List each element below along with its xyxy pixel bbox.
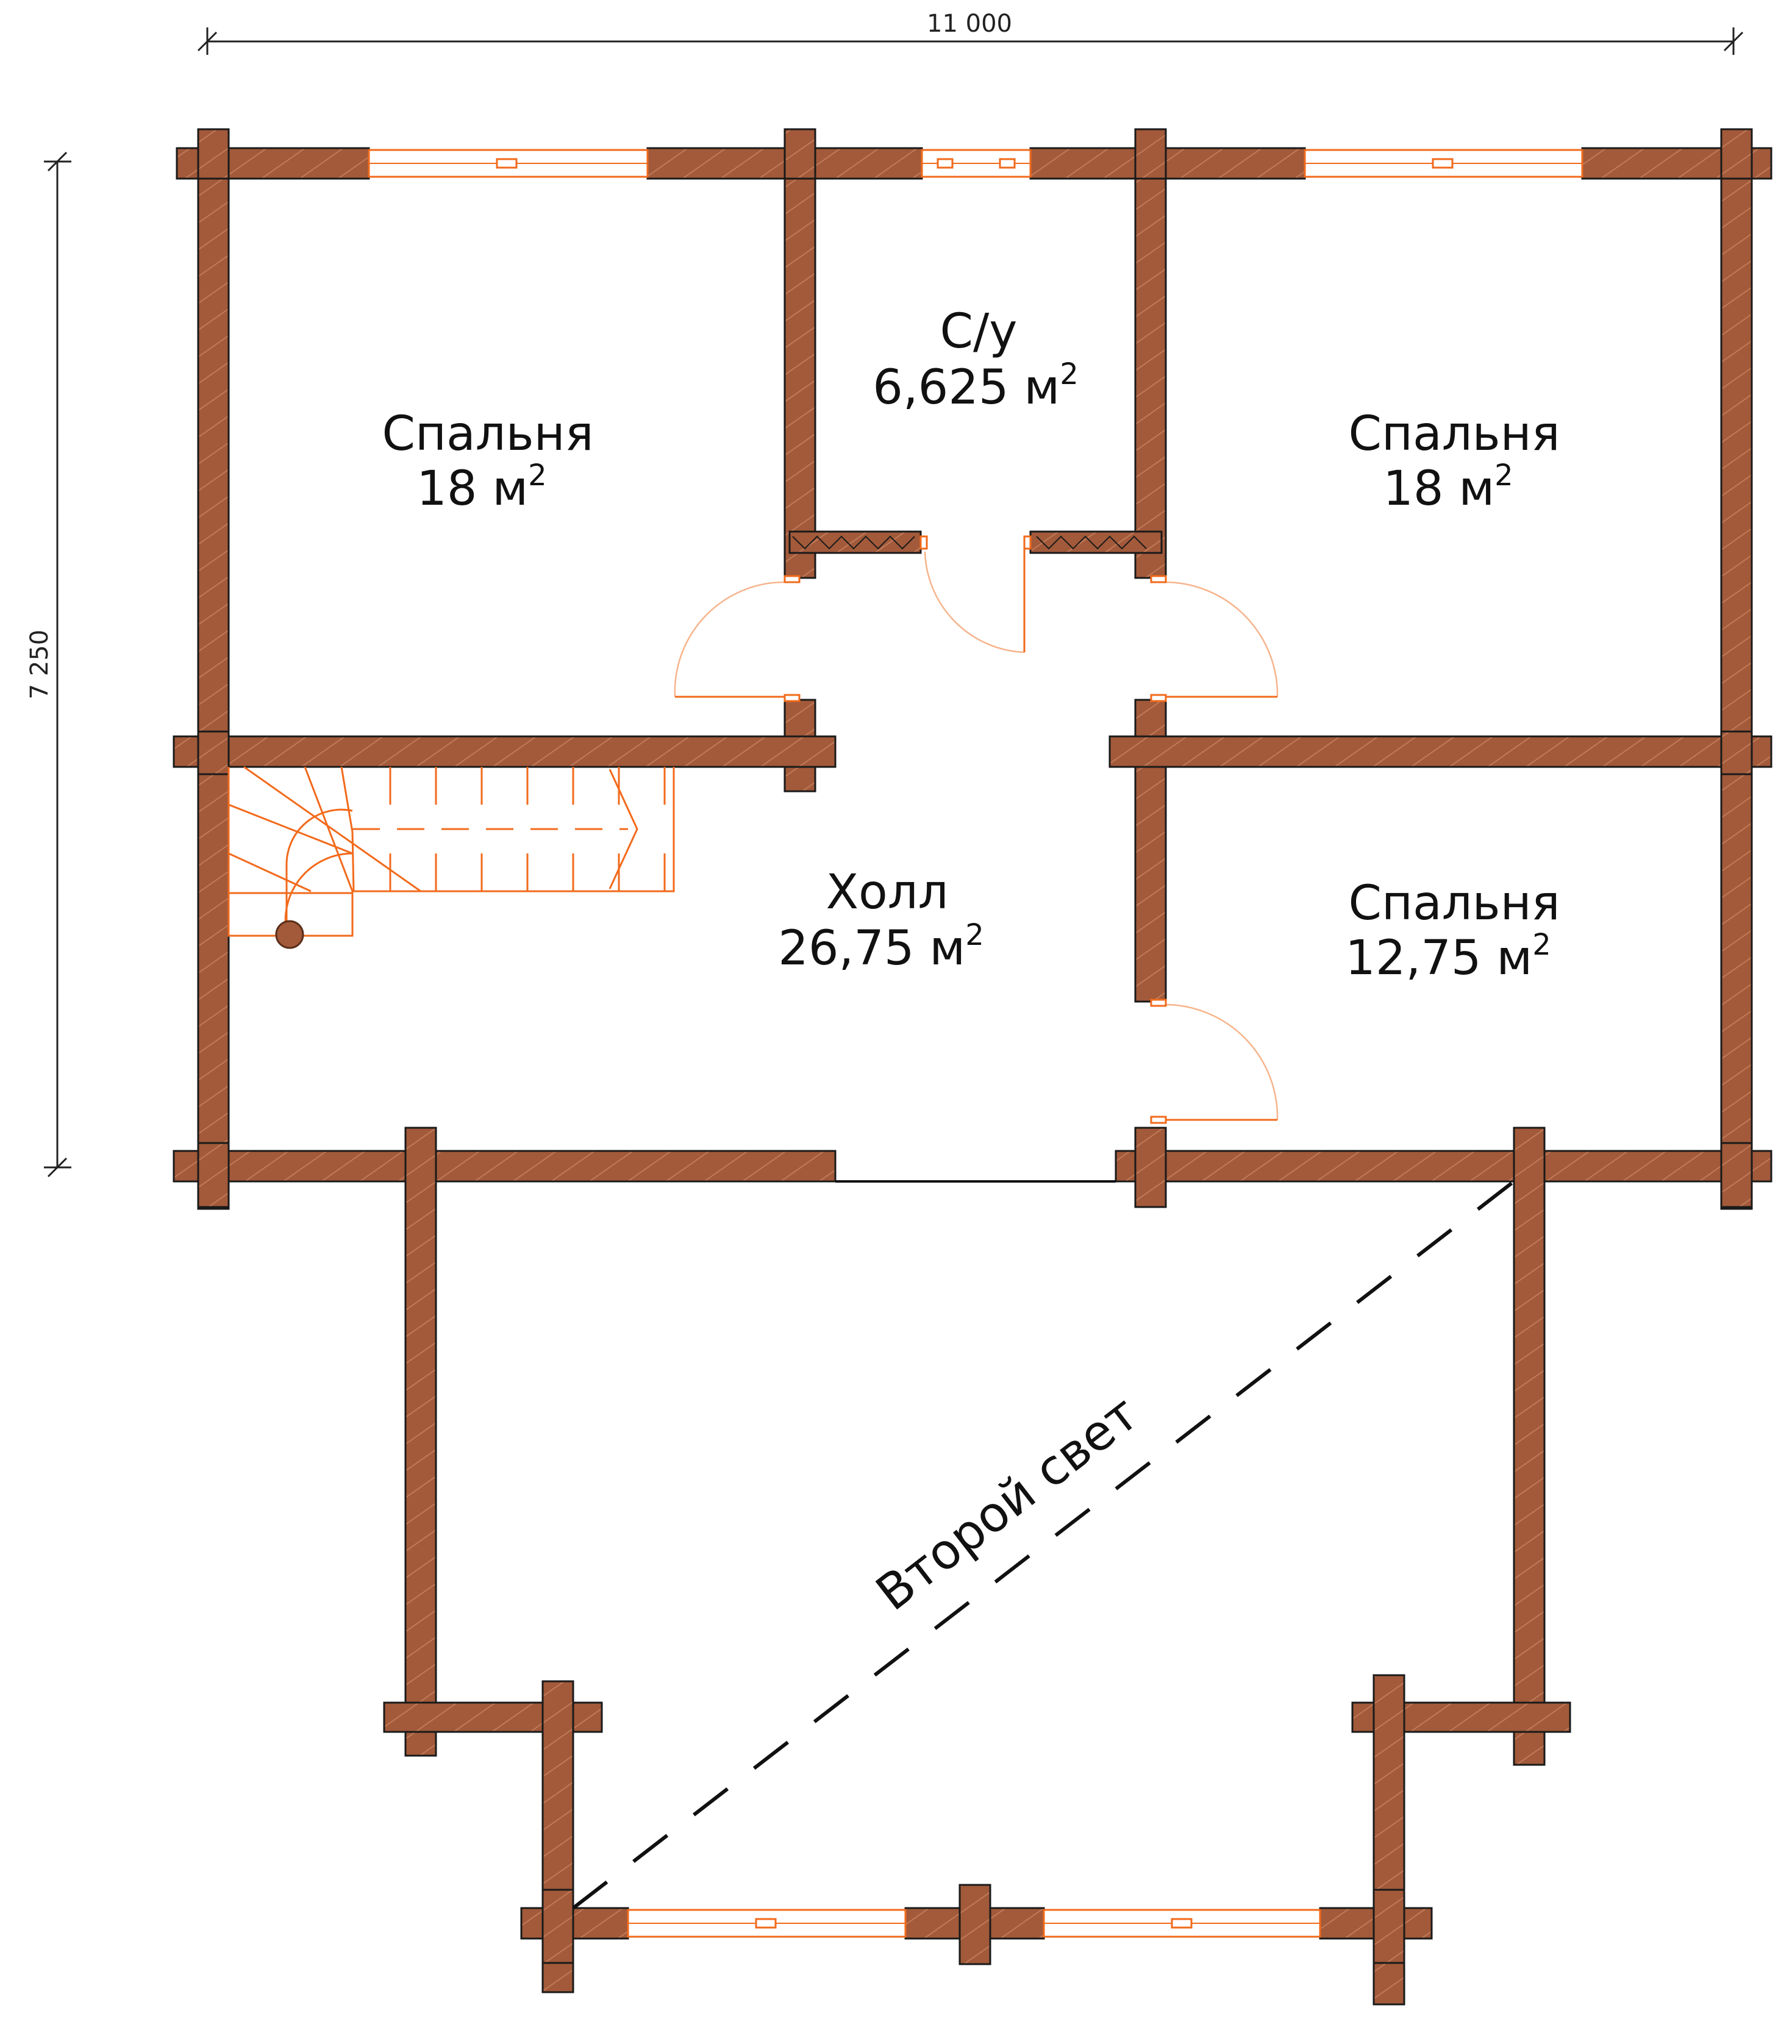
partition-bath-right xyxy=(1029,530,1163,554)
wall-left xyxy=(197,177,230,1210)
post-bottom-mid xyxy=(1134,1127,1167,1208)
room-bedroom-3-name: Спальня xyxy=(1348,876,1560,931)
room-bedroom-2-name: Спальня xyxy=(1348,407,1560,461)
post-mid-left xyxy=(197,730,230,775)
room-hall: Холл 26,75 м2 xyxy=(778,865,983,976)
room-bathroom-name: С/у xyxy=(940,304,1018,359)
post-ext-bottom-right xyxy=(1373,1889,1405,1964)
post-top-mid2 xyxy=(1134,128,1167,181)
windows xyxy=(368,149,1583,1938)
room-bedroom-3-area: 12,75 м2 xyxy=(1345,928,1551,986)
wall-mid-right xyxy=(1108,735,1772,768)
post-top-right xyxy=(1720,128,1753,181)
dimension-width-label: 11 000 xyxy=(927,10,1012,38)
wall-right xyxy=(1720,177,1753,1210)
post-bottom-left xyxy=(197,1142,230,1208)
room-hall-area: 26,75 м2 xyxy=(778,918,983,976)
room-bedroom-2-area: 18 м2 xyxy=(1383,458,1513,516)
wall-top-3 xyxy=(1029,147,1306,180)
dimension-height-label: 7 250 xyxy=(26,630,54,700)
wall-bottom-right xyxy=(1115,1150,1772,1183)
post-bottom-right xyxy=(1720,1142,1753,1208)
walls xyxy=(173,128,1772,2006)
room-bathroom-area: 6,625 м2 xyxy=(873,357,1078,415)
wall-ext-right xyxy=(1513,1127,1546,1766)
doors xyxy=(674,535,1279,1124)
wall-bedroom3-left xyxy=(1134,766,1167,1003)
post-mid-right xyxy=(1720,730,1753,775)
partition-bath-left xyxy=(788,530,922,554)
post-top-mid1 xyxy=(784,128,816,181)
room-bedroom-1: Спальня 18 м2 xyxy=(382,407,593,516)
dimension-width: 11 000 xyxy=(197,10,1744,55)
wall-ext-bottom-left xyxy=(520,1907,629,1940)
wall-mid-left xyxy=(173,735,837,768)
wall-bottom-left xyxy=(173,1150,837,1183)
wall-bath-right xyxy=(1134,177,1167,579)
wall-ext-left xyxy=(404,1127,437,1757)
wall-bath-left xyxy=(784,177,816,579)
room-bedroom-2: Спальня 18 м2 xyxy=(1348,407,1560,516)
room-hall-name: Холл xyxy=(826,865,949,920)
dimension-height: 7 250 xyxy=(26,151,71,1178)
room-bedroom-3: Спальня 12,75 м2 xyxy=(1345,876,1560,986)
stair-newel-post xyxy=(275,920,304,949)
second-light-label: Второй свет xyxy=(866,1385,1149,1622)
room-bathroom: С/у 6,625 м2 xyxy=(873,304,1078,415)
post-ext-bottom-left xyxy=(541,1889,574,1964)
post-ext-bottom-mid xyxy=(958,1884,991,1965)
room-bedroom-1-area: 18 м2 xyxy=(416,458,546,516)
staircase xyxy=(227,766,675,949)
post-top-left xyxy=(197,128,230,181)
room-bedroom-1-name: Спальня xyxy=(382,407,593,461)
